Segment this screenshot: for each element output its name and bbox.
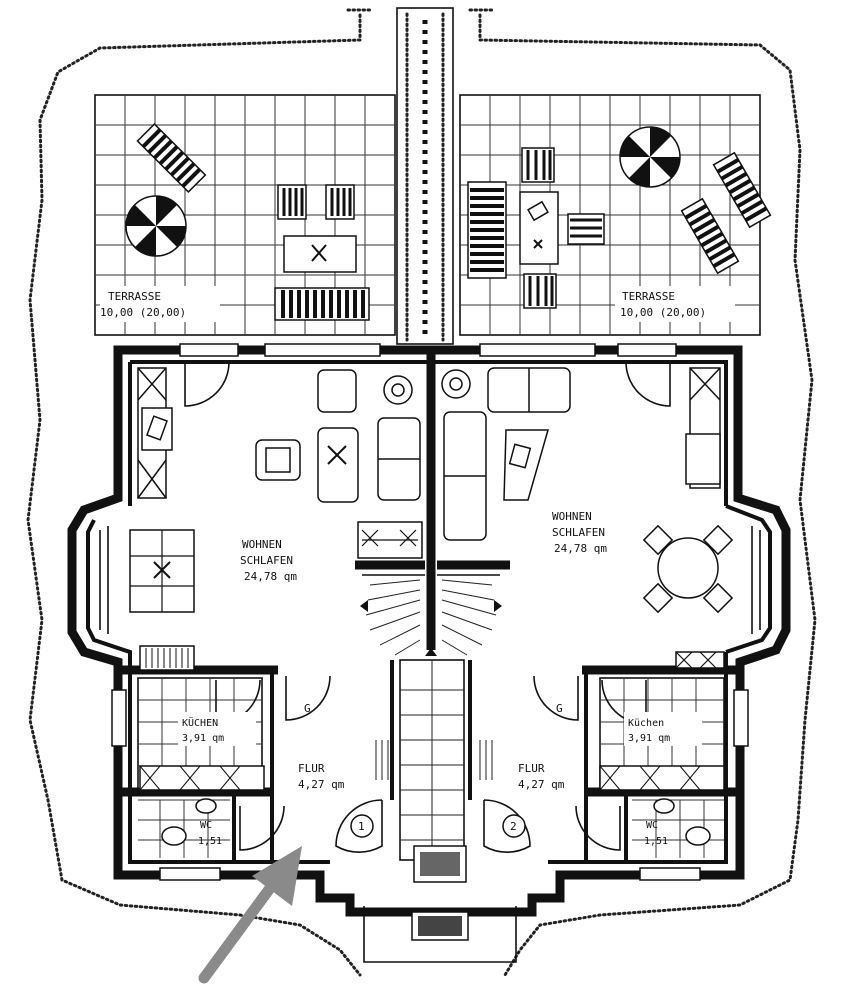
unit-right-number: 2 [510, 820, 517, 833]
living-left-label: WOHNEN SCHLAFEN 24,78 qm [240, 538, 297, 583]
hall-right-area: 4,27 qm [518, 778, 565, 791]
house-walls [67, 343, 791, 917]
kitchen-right-name: Küchen [628, 718, 664, 729]
terrace-doors [184, 361, 671, 407]
living-left-name-2: SCHLAFEN [240, 554, 293, 567]
garden-path [396, 7, 454, 345]
sun-lounger-icon [680, 197, 740, 275]
storage-left-label: G [304, 702, 311, 715]
wc-right-area: 1,51 [644, 836, 668, 847]
hall-right: FLUR 4,27 qm 2 [479, 740, 565, 853]
entrance-arrow-icon [198, 846, 302, 984]
living-right-furniture [441, 367, 734, 669]
terrace-left-furniture [274, 184, 370, 321]
wc-left-name: WC [200, 820, 212, 831]
living-left-furniture [129, 367, 423, 613]
hall-right-name: FLUR [518, 762, 545, 775]
living-right-name-2: SCHLAFEN [552, 526, 605, 539]
unit-left-number: 1 [358, 820, 365, 833]
kitchen-right-area: 3,91 qm [628, 733, 670, 744]
kitchen-right: Küchen 3,91 qm [599, 677, 725, 791]
sun-lounger-icon [136, 122, 207, 194]
hall-left-name: FLUR [298, 762, 325, 775]
terrace-left-area: 10,00 (20,00) [100, 306, 186, 319]
terrace-left: TERRASSE 10,00 (20,00) [94, 94, 396, 336]
living-right-label: WOHNEN SCHLAFEN 24,78 qm [552, 510, 607, 555]
living-left-area: 24,78 qm [244, 570, 297, 583]
hall-left-area: 4,27 qm [298, 778, 345, 791]
terrace-right-area: 10,00 (20,00) [620, 306, 706, 319]
terrace-right: TERRASSE 10,00 (20,00) [459, 94, 772, 336]
terrace-right-name: TERRASSE [622, 290, 675, 303]
wc-left: WC 1,51 [138, 798, 285, 858]
wc-right: WC 1,51 [575, 798, 724, 858]
hall-left: FLUR 4,27 qm 1 [298, 740, 389, 853]
kitchen-left-name: KÜCHEN [182, 716, 218, 729]
kitchen-left-area: 3,91 qm [182, 733, 224, 744]
storage-left: G [285, 675, 331, 721]
terrace-left-name: TERRASSE [108, 290, 161, 303]
terrace-right-furniture [467, 147, 605, 309]
storage-right-label: G [556, 702, 563, 715]
parasol-icon [619, 126, 681, 188]
living-right-area: 24,78 qm [554, 542, 607, 555]
storage-right: G [533, 675, 579, 721]
entrance [363, 845, 517, 963]
wc-left-area: 1,51 [198, 836, 222, 847]
wc-right-name: WC [646, 820, 658, 831]
living-right-name-1: WOHNEN [552, 510, 592, 523]
parasol-icon [125, 195, 187, 257]
kitchen-left: KÜCHEN 3,91 qm [137, 645, 265, 791]
sun-lounger-icon [712, 151, 772, 229]
living-left-name-1: WOHNEN [242, 538, 282, 551]
